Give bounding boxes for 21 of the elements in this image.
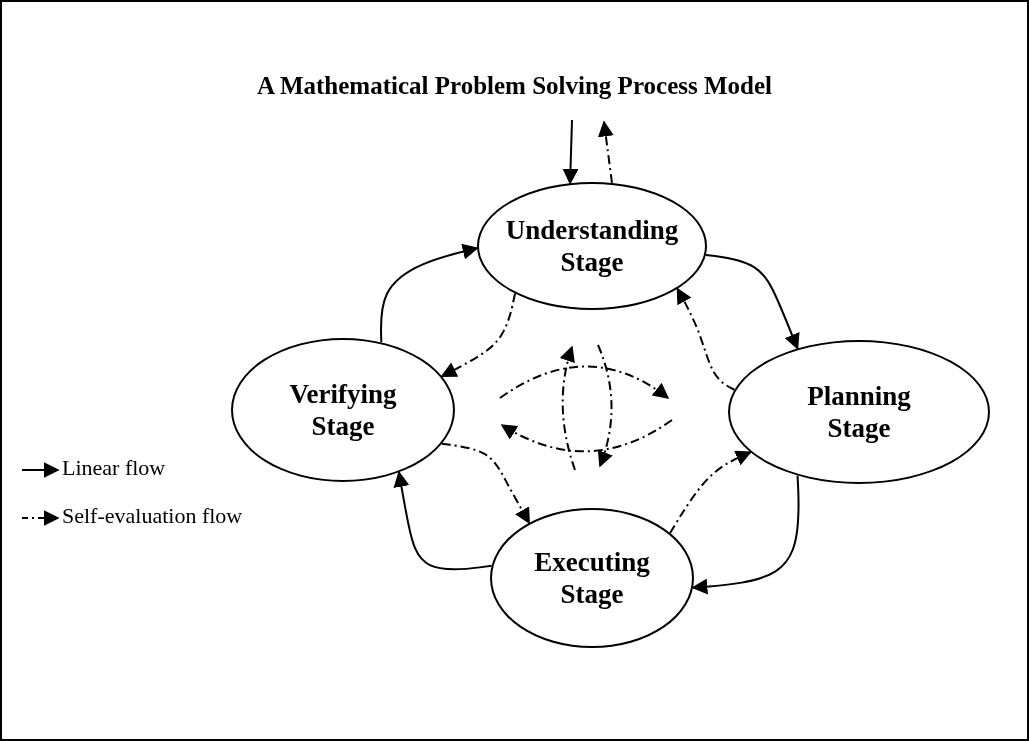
stage-ellipse xyxy=(477,182,707,310)
dash-dot-arrow xyxy=(597,120,614,184)
stage-label: Executing Stage xyxy=(533,545,651,611)
arrow xyxy=(562,119,579,185)
stage-ellipse xyxy=(728,340,990,484)
arrow xyxy=(393,470,493,571)
legend-label: Self-evaluation flow xyxy=(62,503,243,528)
stage-label: Understanding Stage xyxy=(504,213,680,279)
dash-dot-arrow xyxy=(440,442,531,525)
dash-dot-arrow xyxy=(440,292,517,378)
dash-dot-arrow xyxy=(669,450,752,534)
arrow xyxy=(704,253,800,350)
stage-label: Verifying Stage xyxy=(288,377,398,443)
dash-dot-arrow xyxy=(676,287,736,391)
arrow xyxy=(691,474,800,595)
stage-ellipse xyxy=(231,338,455,482)
legend-label: Linear flow xyxy=(62,455,166,480)
arrow xyxy=(380,243,479,344)
title: A Mathematical Problem Solving Process Model xyxy=(257,72,772,99)
stage-label: Planning Stage xyxy=(806,379,912,445)
stage-ellipse xyxy=(490,508,694,648)
